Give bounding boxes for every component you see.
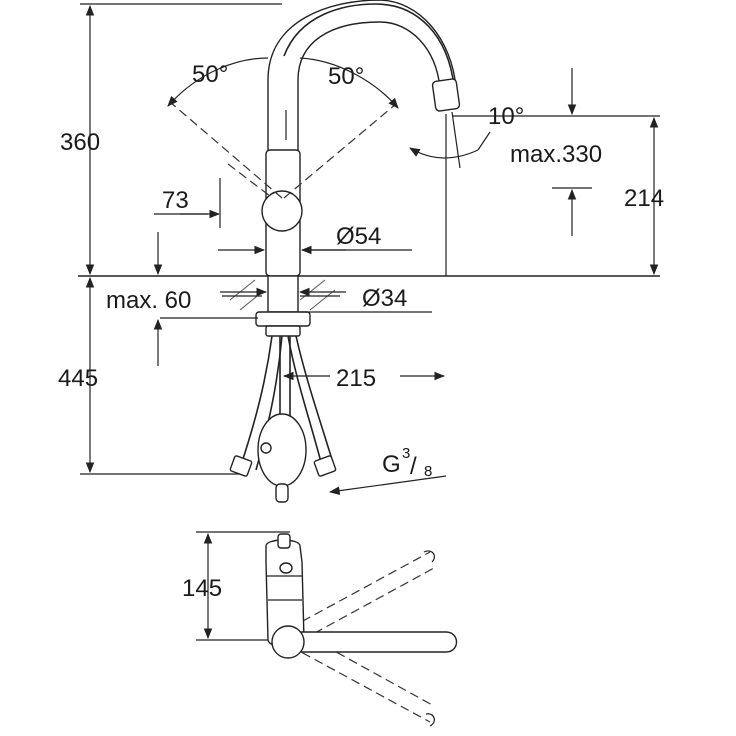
dim-max-60: max. 60	[106, 287, 191, 314]
spout-outer-curve	[283, 3, 455, 87]
arc-10	[409, 147, 479, 159]
spout-nozzle	[431, 78, 461, 112]
dim-max-330: max.330	[510, 141, 602, 168]
side-view: 360 445 50° 50° 10° max.330 214 73 Ø54	[58, 0, 664, 503]
dim-diameter-34: Ø34	[362, 285, 407, 312]
angle-10: 10°	[488, 103, 524, 130]
shank	[267, 275, 299, 313]
dim-diameter-54: Ø54	[336, 223, 381, 250]
handle-swing-left	[169, 101, 283, 199]
handle-swing-right	[283, 103, 397, 199]
leader-g38	[328, 475, 447, 495]
dim-215: 215	[336, 365, 376, 392]
angle-50-left: 50°	[192, 61, 228, 88]
handle-knob	[261, 190, 303, 232]
top-swing-down	[289, 645, 431, 723]
hose-connector-right	[313, 455, 337, 477]
arc-50-right	[299, 57, 399, 109]
connection-thread: G	[382, 451, 401, 478]
top-view: 145	[182, 531, 458, 727]
dim-360: 360	[60, 129, 100, 156]
connection-numerator: 3	[402, 445, 410, 462]
top-swing-up	[289, 551, 431, 629]
dim-73: 73	[162, 187, 189, 214]
mounting-nut	[255, 311, 311, 327]
supply-hoses	[239, 335, 335, 471]
connection-denominator: 8	[424, 463, 432, 480]
top-handle-knob	[271, 625, 305, 659]
dim-214: 214	[624, 185, 664, 212]
arc-50-left	[167, 57, 269, 107]
dim-445: 445	[58, 365, 98, 392]
angle-50-right: 50°	[328, 63, 364, 90]
dim-145: 145	[182, 575, 222, 602]
connection-slash: /	[410, 453, 417, 480]
